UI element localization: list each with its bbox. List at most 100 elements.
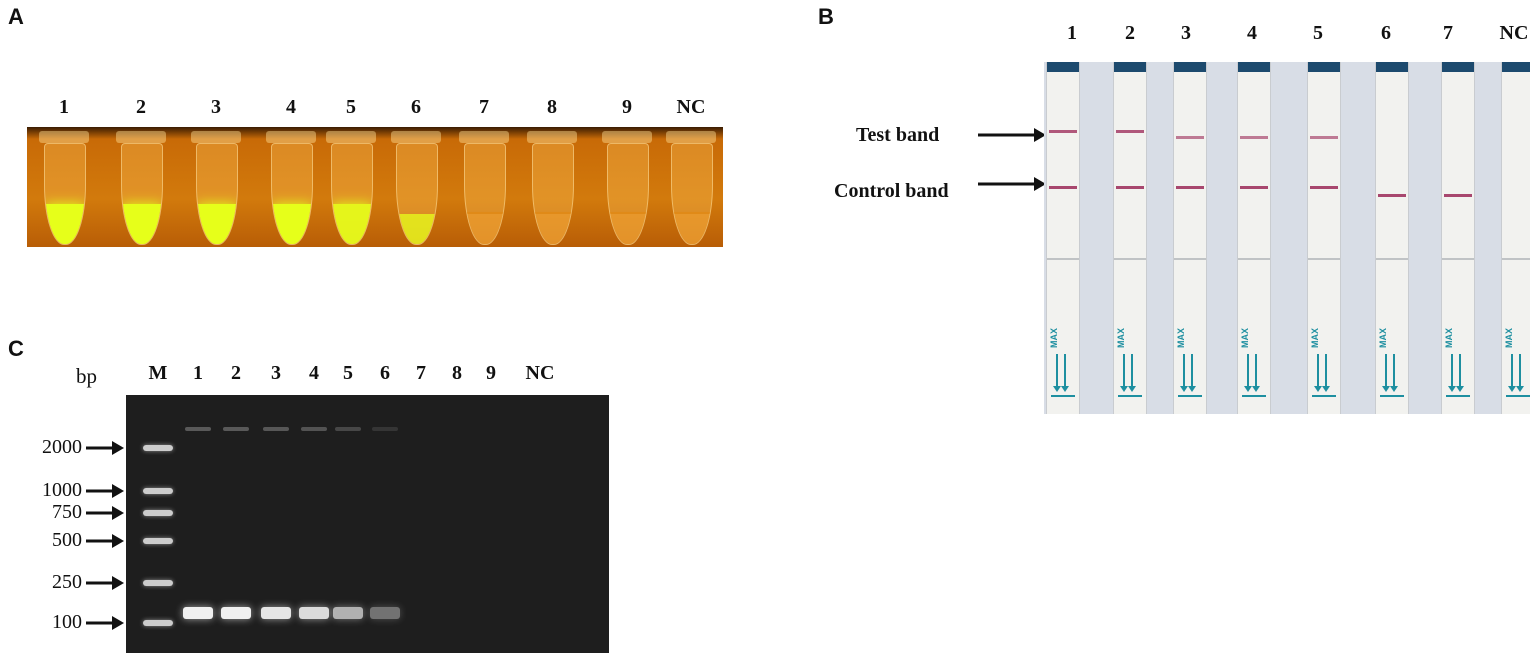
panel-b-lane-label: 3 [1181, 22, 1191, 44]
panel-a-lane-label: 1 [59, 96, 69, 118]
strip-arrow-icon [1380, 354, 1404, 397]
tube-liquid [465, 212, 505, 244]
strip-cap [1442, 62, 1474, 72]
ladder-band [143, 580, 173, 586]
test-band-line [1049, 130, 1077, 133]
reaction-tube [523, 131, 581, 245]
tube-liquid [272, 204, 312, 244]
lateral-flow-strip: MAX [1113, 62, 1147, 414]
strip-cap [1502, 62, 1530, 72]
tube-cap [191, 131, 241, 143]
strip-cap [1376, 62, 1408, 72]
reaction-tube [112, 131, 170, 245]
tube-body [196, 143, 238, 245]
control-band-line [1310, 186, 1338, 189]
unit-label: bp [76, 364, 97, 388]
ladder-size-arrow [86, 484, 124, 498]
strip-arrow-icon [1118, 354, 1142, 397]
well-band [185, 427, 211, 431]
reaction-tube [455, 131, 513, 245]
panel-a-lane-label: 5 [346, 96, 356, 118]
strip-arrow-icon [1446, 354, 1470, 397]
tube-body [671, 143, 713, 245]
ladder-size-arrow [86, 441, 124, 455]
ladder-size-label: 500 [52, 529, 82, 551]
reaction-tube [598, 131, 656, 245]
lateral-flow-strip: MAX [1375, 62, 1409, 414]
ladder-band [143, 510, 173, 516]
ladder-size-label: 750 [52, 501, 82, 523]
panel-b-lane-label: NC [1499, 22, 1529, 44]
lateral-flow-strip: MAX [1307, 62, 1341, 414]
strip-pad-edge [1047, 258, 1079, 260]
tube-cap [666, 131, 716, 143]
panel-b-lane-label: 2 [1125, 22, 1135, 44]
ladder-band [143, 488, 173, 494]
strip-pad-edge [1442, 258, 1474, 260]
control-band-line [1378, 194, 1406, 197]
strip-arrow-icon [1051, 354, 1075, 397]
lateral-flow-strip: MAX [1237, 62, 1271, 414]
ladder-band [143, 538, 173, 544]
panel-b-lane-label: 5 [1313, 22, 1323, 44]
test-band-line [1116, 130, 1144, 133]
panel-c-lane-label: 4 [309, 362, 319, 384]
control-band-line [1049, 186, 1077, 189]
strip-max-text: MAX [1240, 328, 1250, 348]
strip-max-text: MAX [1378, 328, 1388, 348]
strip-max-text: MAX [1116, 328, 1126, 348]
ladder-size-arrow [86, 576, 124, 590]
strip-pad-edge [1238, 258, 1270, 260]
panel-a-lane-label: 8 [547, 96, 557, 118]
lateral-flow-strip: MAX [1501, 62, 1530, 414]
panel-c-lane-label: 1 [193, 362, 203, 384]
well-band [372, 427, 398, 431]
strip-pad-edge [1114, 258, 1146, 260]
tube-cap [459, 131, 509, 143]
tube-cap [602, 131, 652, 143]
panel-a-lane-label: NC [676, 96, 706, 118]
ladder-size-arrow [86, 506, 124, 520]
ladder-size-label: 2000 [42, 436, 82, 458]
strip-cap [1238, 62, 1270, 72]
tube-body [464, 143, 506, 245]
panel-b-lane-label: 1 [1067, 22, 1077, 44]
tube-liquid [672, 212, 712, 244]
tube-body [396, 143, 438, 245]
tube-cap [527, 131, 577, 143]
tube-liquid [332, 204, 372, 244]
product-band [221, 607, 251, 619]
tube-body [271, 143, 313, 245]
well-band [223, 427, 249, 431]
gel-photo [126, 395, 609, 653]
test-band-line [1176, 136, 1204, 139]
strip-arrow-icon [1506, 354, 1530, 397]
panel-c-lane-label: 7 [416, 362, 426, 384]
reaction-tube [662, 131, 720, 245]
strip-max-text: MAX [1504, 328, 1514, 348]
product-band [261, 607, 291, 619]
panel-c-lane-label: NC [525, 362, 555, 384]
tube-body [607, 143, 649, 245]
strip-cap [1114, 62, 1146, 72]
ladder-size-label: 100 [52, 611, 82, 633]
strip-max-text: MAX [1444, 328, 1454, 348]
well-band [263, 427, 289, 431]
marker-lane-label: M [148, 362, 168, 384]
lateral-flow-strip: MAX [1046, 62, 1080, 414]
product-band [183, 607, 213, 619]
well-band [335, 427, 361, 431]
reaction-tube [35, 131, 93, 245]
control-band-line [1176, 186, 1204, 189]
tube-cap [391, 131, 441, 143]
panel-c-lane-label: 8 [452, 362, 462, 384]
tube-cap [266, 131, 316, 143]
tube-liquid [397, 214, 437, 244]
reaction-tube [387, 131, 445, 245]
panel-c-lane-label: 2 [231, 362, 241, 384]
ladder-size-label: 250 [52, 571, 82, 593]
control-band-line [1116, 186, 1144, 189]
strip-arrow-icon [1242, 354, 1266, 397]
lateral-flow-strip: MAX [1441, 62, 1475, 414]
